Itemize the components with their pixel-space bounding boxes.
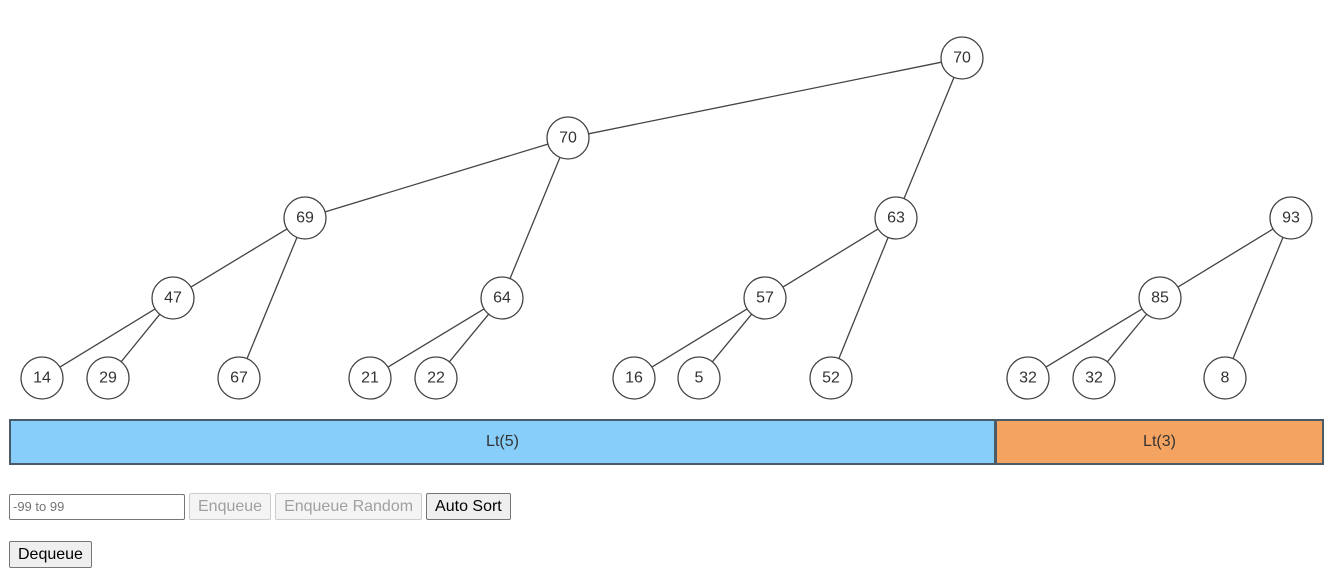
tree-node-label: 69 <box>296 210 314 227</box>
tree-node: 69 <box>283 196 327 240</box>
tree-edge <box>190 228 288 288</box>
tree-node-label: 70 <box>559 130 577 147</box>
tree-node-label: 67 <box>230 370 248 387</box>
tree-edge <box>1177 228 1274 288</box>
tree-node-circle <box>1072 356 1116 400</box>
tree-node: 63 <box>874 196 918 240</box>
tree-node: 16 <box>612 356 656 400</box>
tree-node-circle <box>480 276 524 320</box>
tree-node-circle <box>874 196 918 240</box>
tree-edge <box>59 308 156 368</box>
tree-node-circle <box>612 356 656 400</box>
tree-node-label: 8 <box>1221 370 1230 387</box>
tree-node: 8 <box>1203 356 1247 400</box>
tree-node-label: 85 <box>1151 290 1169 307</box>
tree-edge <box>711 313 753 363</box>
tree-node-label: 32 <box>1085 370 1103 387</box>
tree-node-label: 22 <box>427 370 445 387</box>
tree-bar-label: Lt(3) <box>1143 433 1176 450</box>
tree-edge <box>324 143 549 213</box>
tree-edge <box>838 237 889 359</box>
tree-node-circle <box>283 196 327 240</box>
tree-node-label: 63 <box>887 210 905 227</box>
tree-node-label: 57 <box>756 290 774 307</box>
tree-node-circle <box>151 276 195 320</box>
tree-edge <box>1106 313 1148 363</box>
tree-node-circle <box>1269 196 1313 240</box>
tree-node-label: 16 <box>625 370 643 387</box>
enqueue-controls: Enqueue Enqueue Random Auto Sort <box>9 493 511 520</box>
tree-node: 5 <box>677 356 721 400</box>
tree-node: 14 <box>20 356 64 400</box>
tree-node-label: 14 <box>33 370 51 387</box>
tree-node-label: 21 <box>361 370 379 387</box>
dequeue-controls: Dequeue <box>9 541 92 568</box>
tree-node-label: 52 <box>822 370 840 387</box>
tree-node-circle <box>217 356 261 400</box>
tree-bar-label: Lt(5) <box>486 433 519 450</box>
tree-node-circle <box>1138 276 1182 320</box>
tree-node-circle <box>1006 356 1050 400</box>
tree-node-circle <box>546 116 590 160</box>
tree-node-label: 5 <box>695 370 704 387</box>
tree-node: 64 <box>480 276 524 320</box>
tree-edge <box>903 77 955 199</box>
tree-node: 70 <box>546 116 590 160</box>
tree-node-label: 93 <box>1282 210 1300 227</box>
tree-node: 21 <box>348 356 392 400</box>
tree-node: 57 <box>743 276 787 320</box>
tree-node: 93 <box>1269 196 1313 240</box>
tree-edge <box>651 308 748 368</box>
tree-node-label: 64 <box>493 290 511 307</box>
tree-node-circle <box>20 356 64 400</box>
tree-node-label: 29 <box>99 370 117 387</box>
heap-tree: 70 70 69 63 93 47 64 57 85 14 29 67 21 22 16 5 52 32 32 8 <box>20 36 1313 400</box>
tree-node-label: 47 <box>164 290 182 307</box>
tree-edge <box>782 228 879 288</box>
enqueue-button[interactable]: Enqueue <box>189 493 272 520</box>
tree-node: 85 <box>1138 276 1182 320</box>
tree-node-circle <box>1203 356 1247 400</box>
tree-node-circle <box>743 276 787 320</box>
tree-node: 32 <box>1072 356 1116 400</box>
tree-bar-lt5: Lt(5) <box>9 419 996 465</box>
tree-node-label: 32 <box>1019 370 1037 387</box>
tree-node-circle <box>940 36 984 80</box>
tree-edge <box>246 237 298 359</box>
value-input[interactable] <box>9 493 185 520</box>
tree-node: 52 <box>809 356 853 400</box>
tree-node: 47 <box>151 276 195 320</box>
tree-node-circle <box>414 356 458 400</box>
tree-edge <box>120 313 161 363</box>
tree-node-circle <box>809 356 853 400</box>
tree-edge <box>588 61 942 135</box>
tree-edge <box>1045 308 1143 368</box>
tree-node-circle <box>86 356 130 400</box>
tree-edge <box>448 313 490 363</box>
tree-edge <box>1232 237 1284 359</box>
tree-node: 67 <box>217 356 261 400</box>
auto-sort-button[interactable]: Auto Sort <box>426 493 511 520</box>
tree-node: 29 <box>86 356 130 400</box>
tree-node-label: 70 <box>953 50 971 67</box>
tree-node: 32 <box>1006 356 1050 400</box>
tree-node: 22 <box>414 356 458 400</box>
tree-node-circle <box>677 356 721 400</box>
tree-node: 70 <box>940 36 984 80</box>
tree-edge <box>387 308 485 368</box>
tree-bar-lt3: Lt(3) <box>995 419 1324 465</box>
dequeue-button[interactable]: Dequeue <box>9 541 92 568</box>
tree-node-circle <box>348 356 392 400</box>
enqueue-random-button[interactable]: Enqueue Random <box>275 493 423 520</box>
tree-edge <box>509 157 561 279</box>
